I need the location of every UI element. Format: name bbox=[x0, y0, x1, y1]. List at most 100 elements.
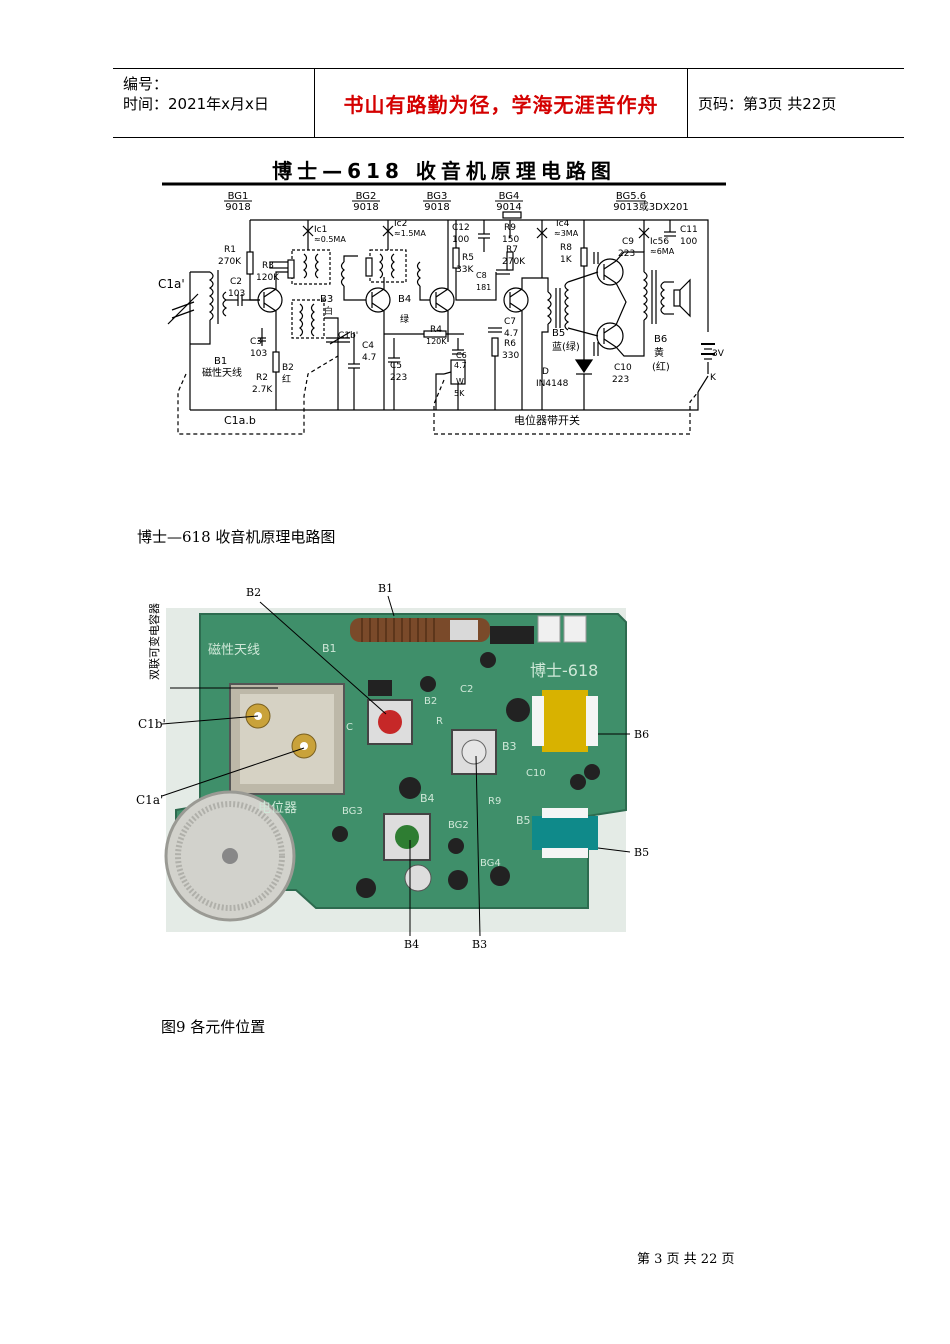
label-c12-value: 100 bbox=[452, 235, 469, 245]
label-b6-name2: (红) bbox=[652, 360, 670, 373]
board-text-c10: C10 bbox=[526, 768, 546, 779]
label-b6-name: 黄 bbox=[654, 346, 664, 359]
number-label: 编号： bbox=[123, 75, 169, 93]
bg1-label: BG1 bbox=[228, 191, 249, 202]
label-r7-value: 270K bbox=[502, 257, 526, 267]
bg4-label: BG4 bbox=[499, 191, 520, 202]
label-c7-value: 4.7 bbox=[504, 329, 518, 339]
label-b4: B4 bbox=[398, 294, 411, 305]
label-b1: B1 bbox=[214, 356, 227, 367]
label-b3: B3 bbox=[320, 294, 333, 305]
label-battery: 3V bbox=[712, 349, 725, 359]
label-r9: R9 bbox=[504, 223, 516, 233]
label-r2: R2 bbox=[256, 373, 268, 383]
figure-caption: 图9 各元件位置 bbox=[161, 1018, 266, 1036]
label-ic1: Ic1 bbox=[314, 225, 327, 235]
page-header: 编号： 时间：2021年x月x日 书山有路勤为径，学海无涯苦作舟 页码：第3页 … bbox=[113, 68, 904, 138]
header-page-cell: 页码：第3页 共22页 bbox=[688, 69, 904, 137]
label-c11: C11 bbox=[680, 225, 698, 235]
label-b2-name: 红 bbox=[282, 373, 291, 385]
label-pot-switch: 电位器带开关 bbox=[514, 413, 580, 427]
schematic-caption: 博士—618 收音机原理电路图 bbox=[137, 528, 336, 546]
label-c10-value: 223 bbox=[612, 375, 629, 385]
label-d: D bbox=[542, 367, 549, 377]
label-r1-value: 270K bbox=[218, 257, 242, 267]
label-r8: R8 bbox=[560, 243, 572, 253]
label-r6: R6 bbox=[504, 339, 516, 349]
label-r5-value: 33K bbox=[456, 265, 474, 275]
label-c11-value: 100 bbox=[680, 237, 697, 247]
board-photo: 磁性天线 博士-618 电位器 B1 B3 B4 B5 BG3 BG2 BG4 … bbox=[136, 582, 649, 951]
bg56-model: 9013或3DX201 bbox=[613, 201, 688, 213]
label-c9-value: 223 bbox=[618, 249, 635, 259]
board-text-b3: B3 bbox=[502, 740, 517, 753]
callout-b5: B5 bbox=[634, 846, 649, 859]
page-footer: 第 3 页 共 22 页 bbox=[637, 1252, 735, 1267]
label-c6-value: 4.7 bbox=[454, 361, 467, 370]
bg1-model: 9018 bbox=[225, 202, 250, 213]
label-c8-value: 181 bbox=[476, 283, 491, 292]
label-c6: C6 bbox=[456, 351, 467, 360]
label-c5-value: 223 bbox=[390, 373, 407, 383]
label-r4: R4 bbox=[430, 325, 442, 335]
label-c2-value: 103 bbox=[228, 289, 245, 299]
board-text-b1: B1 bbox=[322, 642, 337, 655]
bg56-label: BG5.6 bbox=[616, 191, 646, 202]
label-c2: C2 bbox=[230, 277, 242, 287]
label-c12: C12 bbox=[452, 223, 470, 233]
label-ic56: Ic56 bbox=[650, 237, 669, 247]
circuit-schematic: 博士—618 收音机原理电路图 BG1 9018 BG2 9018 BG3 90… bbox=[158, 159, 726, 435]
label-r4-value: 120K bbox=[426, 337, 447, 346]
label-c5: C5 bbox=[390, 361, 402, 371]
bg2-model: 9018 bbox=[353, 202, 378, 213]
callout-b3: B3 bbox=[472, 938, 487, 951]
board-text-c: C bbox=[346, 722, 353, 733]
callout-b1: B1 bbox=[378, 582, 393, 595]
label-b5: B5 bbox=[552, 328, 565, 339]
label-c3: C3 bbox=[250, 337, 262, 347]
label-c4: C4 bbox=[362, 341, 374, 351]
label-b5-name: 蓝(绿) bbox=[552, 340, 580, 353]
label-r2-value: 2.7K bbox=[252, 385, 273, 395]
label-ic2: Ic2 bbox=[394, 219, 407, 229]
board-text-b2: B2 bbox=[424, 696, 437, 707]
page-info: 页码：第3页 共22页 bbox=[698, 94, 837, 113]
label-r8-value: 1K bbox=[560, 255, 573, 265]
header-meta: 编号： 时间：2021年x月x日 bbox=[113, 69, 313, 137]
label-r1: R1 bbox=[224, 245, 236, 255]
label-r5: R5 bbox=[462, 253, 474, 263]
board-text-c2: C2 bbox=[460, 684, 473, 695]
bg4-model: 9014 bbox=[496, 202, 521, 213]
label-b6: B6 bbox=[654, 334, 667, 345]
label-ic4-value: ≈3MA bbox=[554, 229, 579, 238]
label-b1-name: 磁性天线 bbox=[202, 366, 242, 379]
board-text-pot: 电位器 bbox=[258, 801, 297, 816]
bg3-model: 9018 bbox=[424, 202, 449, 213]
label-ic2-value: ≈1.5MA bbox=[394, 229, 426, 238]
label-d-value: IN4148 bbox=[536, 379, 569, 389]
callout-c1a: C1a' bbox=[136, 793, 163, 807]
label-c4-value: 4.7 bbox=[362, 353, 376, 363]
label-c3-value: 103 bbox=[250, 349, 267, 359]
callout-c1b: C1b' bbox=[138, 717, 166, 731]
label-c1b: C1b' bbox=[338, 331, 358, 341]
label-w: W bbox=[456, 377, 464, 386]
callout-variable-capacitor: 双联可变电容器 bbox=[147, 603, 161, 680]
label-c10: C10 bbox=[614, 363, 632, 373]
board-text-antenna: 磁性天线 bbox=[208, 643, 260, 658]
label-c1a: C1a' bbox=[158, 277, 185, 291]
label-b3-name: 白 bbox=[324, 305, 333, 317]
motto: 书山有路勤为径，学海无涯苦作舟 bbox=[343, 92, 659, 117]
label-b4-name: 绿 bbox=[400, 313, 409, 325]
label-r6-value: 330 bbox=[502, 351, 519, 361]
label-ic4: Ic4 bbox=[556, 219, 570, 229]
label-switch-k: K bbox=[710, 373, 717, 383]
bg3-label: BG3 bbox=[427, 191, 448, 202]
label-r3-value: 120K bbox=[256, 273, 280, 283]
board-text-b5: B5 bbox=[516, 814, 531, 827]
board-text-bg2: BG2 bbox=[448, 820, 469, 831]
board-text-bg3: BG3 bbox=[342, 806, 363, 817]
label-c7: C7 bbox=[504, 317, 516, 327]
schematic-title: 博士—618 收音机原理电路图 bbox=[272, 159, 616, 183]
label-w-value: 5K bbox=[454, 389, 465, 398]
